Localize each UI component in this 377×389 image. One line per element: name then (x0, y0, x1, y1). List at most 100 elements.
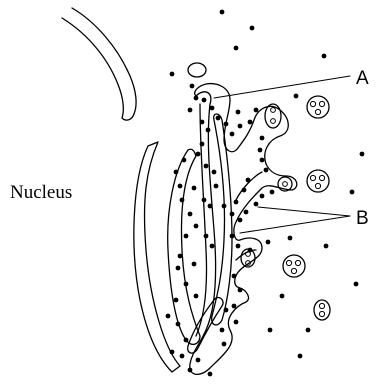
ribosome-dot (232, 304, 237, 309)
ribosome-dot (180, 198, 185, 203)
ribosome-dot (192, 262, 197, 267)
ribosome-dot (298, 354, 303, 359)
ribosome-dot (248, 120, 253, 125)
ribosome-group (166, 10, 365, 377)
ribosome-dot (294, 94, 299, 99)
ribosome-dot (238, 124, 243, 129)
leader-line-a (214, 76, 350, 98)
ribosome-dot (204, 164, 209, 169)
ribosome-dot (324, 244, 329, 249)
ribosome-dot (306, 328, 311, 333)
ribosome-dot (234, 200, 239, 205)
ribosome-dot (166, 314, 171, 319)
ribosome-dot (202, 198, 207, 203)
ribosome-dot (180, 354, 185, 359)
ribosome-dot (260, 194, 265, 199)
ribosome-dot (230, 234, 235, 239)
ribosome-dot (188, 368, 193, 373)
ribosome-dot (246, 178, 251, 183)
ribosome-dot (188, 212, 193, 217)
ribosome-dot (250, 26, 255, 31)
ribosome-dot (220, 328, 225, 333)
ribosome-dot (234, 46, 239, 51)
ribosome-dot (196, 358, 201, 363)
rough-er-cisterna-2 (168, 149, 200, 344)
ribosome-dot (222, 204, 227, 209)
ribosome-dot (210, 244, 215, 249)
leader-line-b-1 (258, 207, 350, 216)
ribosome-dot (204, 234, 209, 239)
ribosome-dot (230, 212, 235, 217)
ribosome-dot (210, 106, 215, 111)
label-a: A (356, 68, 369, 89)
ribosome-dot (200, 142, 205, 147)
ribosome-dot (194, 224, 199, 229)
ribosome-dot (184, 234, 189, 239)
vesicle-top (188, 63, 206, 77)
ribosome-dot (254, 108, 259, 113)
ribosome-dot (260, 136, 265, 141)
ribosome-dot (170, 72, 175, 77)
ribosome-dot (236, 244, 241, 249)
ribosome-dot (202, 98, 207, 103)
ribosome-dot (214, 184, 219, 189)
ribosome-dot (238, 288, 243, 293)
nucleus-label: Nucleus (10, 182, 72, 203)
ribosome-dot (322, 54, 327, 59)
ribosome-dot (258, 148, 263, 153)
ribosome-dot (260, 158, 265, 163)
ribosome-dot (200, 120, 205, 125)
ribosome-dot (190, 84, 195, 89)
ribosome-dot (194, 96, 199, 101)
ribosome-dot (350, 190, 355, 195)
ribosome-dot (188, 108, 193, 113)
ribosome-dot (170, 350, 175, 355)
rough-er-cisterna-3 (190, 84, 297, 375)
ribosome-dot (270, 190, 275, 195)
ribosome-dot (268, 328, 273, 333)
rough-er-inner-line-1 (196, 104, 207, 336)
ribosome-dot (220, 10, 225, 15)
ribosome-dot (234, 320, 239, 325)
ribosome-dot (192, 186, 197, 191)
ribosome-dot (224, 308, 229, 313)
ribosome-dot (178, 184, 183, 189)
ribosome-dot (230, 132, 235, 137)
ribosome-dot (242, 188, 247, 193)
ribosome-dot (236, 110, 241, 115)
ribosome-dot (360, 152, 365, 157)
ribosome-dot (176, 322, 181, 327)
nuclear-envelope-outer (72, 8, 136, 114)
ribosome-dot (174, 298, 179, 303)
ribosome-dot (194, 294, 199, 299)
ribosome-dot (212, 170, 217, 175)
ribosome-dot (216, 116, 221, 121)
label-b: B (356, 208, 369, 229)
ribosome-dot (208, 372, 213, 377)
ribosome-dot (176, 266, 181, 271)
rough-er-cisterna-1 (134, 142, 180, 372)
leader-line-b-2 (240, 216, 350, 233)
ribosome-dot (288, 236, 293, 241)
ribosome-dot (354, 282, 359, 287)
ribosome-dot (208, 204, 213, 209)
ribosome-dot (206, 128, 211, 133)
ribosome-dot (178, 254, 183, 259)
ribosome-dot (174, 170, 179, 175)
ribosome-dot (222, 342, 227, 347)
ribosome-dot (266, 240, 271, 245)
nuclear-envelope-inner (62, 18, 134, 120)
ribosome-dot (184, 282, 189, 287)
ribosome-dot (248, 248, 253, 253)
ribosome-dot (196, 152, 201, 157)
ribosome-dot (244, 210, 249, 215)
ribosome-dot (224, 122, 229, 127)
ribosome-dot (184, 338, 189, 343)
ribosome-dot (182, 158, 187, 163)
ribosome-dot (254, 202, 259, 207)
ribosome-dot (264, 168, 269, 173)
ribosome-dot (280, 294, 285, 299)
ribosome-dot (232, 274, 237, 279)
